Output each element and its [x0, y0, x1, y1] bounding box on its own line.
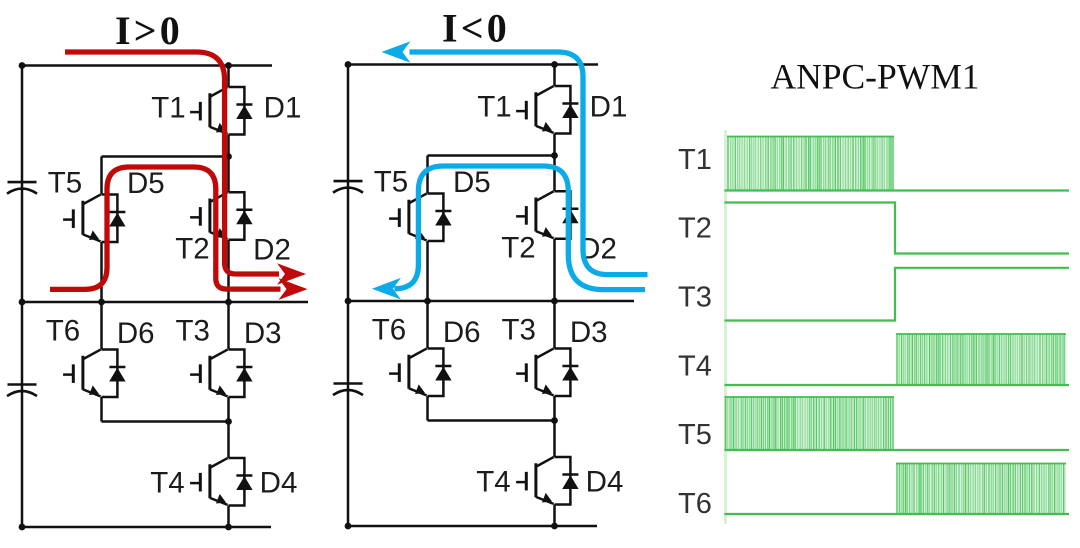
svg-text:I>0: I>0: [115, 8, 183, 53]
svg-text:T1: T1: [678, 144, 712, 176]
svg-text:T3: T3: [678, 282, 712, 314]
svg-text:T6: T6: [678, 488, 712, 520]
svg-text:T5: T5: [678, 419, 712, 451]
svg-text:T2: T2: [678, 213, 712, 245]
svg-text:I<0: I<0: [442, 6, 510, 51]
svg-text:T4: T4: [678, 350, 712, 382]
svg-text:ANPC-PWM1: ANPC-PWM1: [770, 57, 979, 97]
